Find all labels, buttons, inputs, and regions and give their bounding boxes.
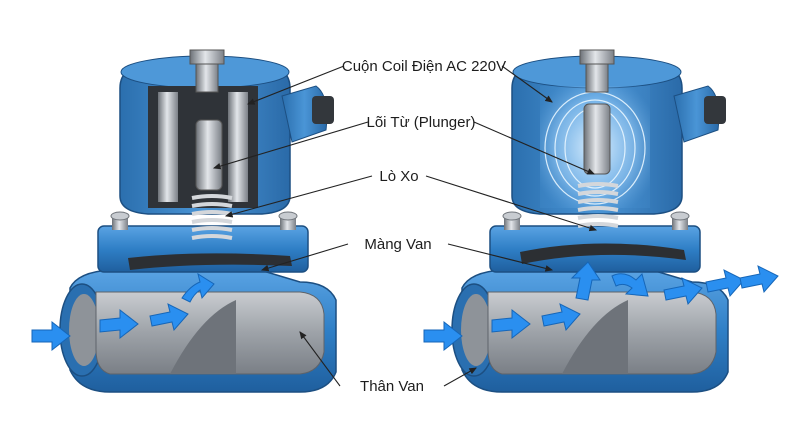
leader-lines xyxy=(212,65,598,387)
plunger-right xyxy=(579,49,615,175)
valve-closed xyxy=(31,49,337,393)
label-plunger: Lõi Từ (Plunger) xyxy=(367,114,476,131)
diaphragm-open xyxy=(520,243,686,264)
label-diaphragm: Màng Van xyxy=(364,236,431,253)
label-body: Thân Van xyxy=(360,378,424,395)
flow-arrows-left xyxy=(31,272,215,352)
coil-housing xyxy=(119,55,334,215)
coil-housing-right xyxy=(511,55,726,215)
spring-right xyxy=(577,182,619,228)
plunger-left xyxy=(189,49,225,191)
valve-body-right xyxy=(451,211,729,393)
valve-open xyxy=(423,49,779,393)
label-spring: Lò Xo xyxy=(379,168,418,185)
diaphragm-closed xyxy=(128,253,292,270)
flow-arrows-right xyxy=(423,261,779,352)
label-coil: Cuộn Coil Điện AC 220V xyxy=(342,58,506,75)
